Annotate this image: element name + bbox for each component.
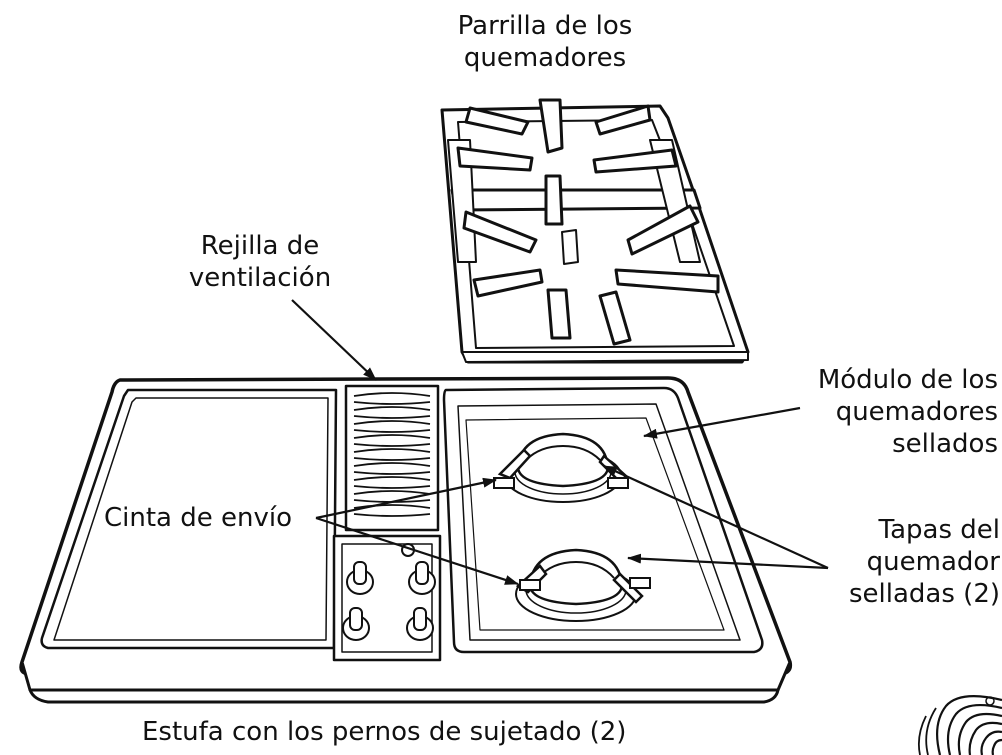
control-knobs	[342, 543, 436, 641]
shipping-tape	[493, 477, 651, 591]
burner-caps-label: Tapas del quemador selladas (2)	[760, 514, 1000, 610]
burner-grate	[440, 98, 750, 364]
burner-module-label-line2: quemadores	[835, 397, 998, 427]
vent-grille-label-line2: ventilación	[188, 263, 332, 293]
vent-slats	[353, 392, 431, 517]
burner-module-label-line3: sellados	[892, 429, 998, 459]
burner-caps-label-line2: quemador	[866, 547, 1000, 577]
sealed-burners	[497, 432, 644, 622]
footer-caption: Estufa con los pernos de sujetado (2)	[142, 717, 627, 747]
burner-caps-label-line3: selladas (2)	[849, 579, 1000, 609]
vent-grille-label-line1: Rejilla de	[200, 231, 320, 261]
burner-grate-label-line1: Parrilla de los	[457, 11, 633, 41]
vent-grille-label: Rejilla de ventilación	[160, 230, 360, 294]
burner-module-label: Módulo de los quemadores sellados	[742, 364, 998, 460]
coil-illustration	[917, 695, 1002, 755]
burner-module-label-line1: Módulo de los	[817, 365, 998, 395]
burner-grate-label: Parrilla de los quemadores	[400, 10, 690, 74]
burner-grate-label-line2: quemadores	[463, 43, 627, 73]
shipping-tape-label: Cinta de envío	[104, 503, 293, 533]
burner-caps-label-line1: Tapas del	[878, 515, 1000, 545]
cooktop-body	[19, 376, 793, 704]
leader-lines	[291, 299, 829, 586]
